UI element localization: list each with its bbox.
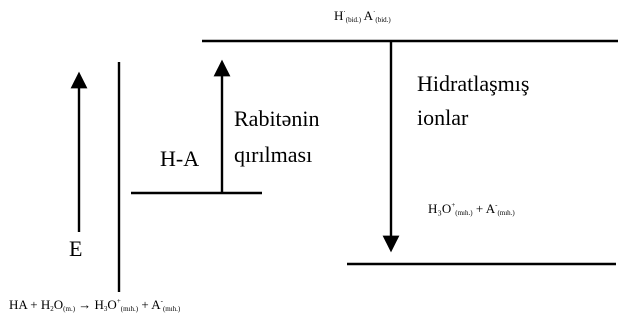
top-level-label: H·(bid.) A·(bid.) (334, 8, 391, 24)
hydrated-ions-label-line1: Hidratlaşmış (417, 71, 530, 96)
ha-label: H-A (160, 146, 200, 171)
hydrated-ions-label-line2: ionlar (417, 105, 469, 130)
bond-breaking-label-line1: Rabitənin (234, 106, 320, 131)
bond-breaking-label-line2: qırılması (234, 142, 313, 167)
reaction-equation: HA + H2O(m.) → H3O+(mıh.) + A-(mıh.) (9, 297, 181, 313)
energy-label: E (69, 236, 83, 261)
bottom-level-label: H₃O+(mıh.) + A-(mıh.) (428, 201, 515, 217)
